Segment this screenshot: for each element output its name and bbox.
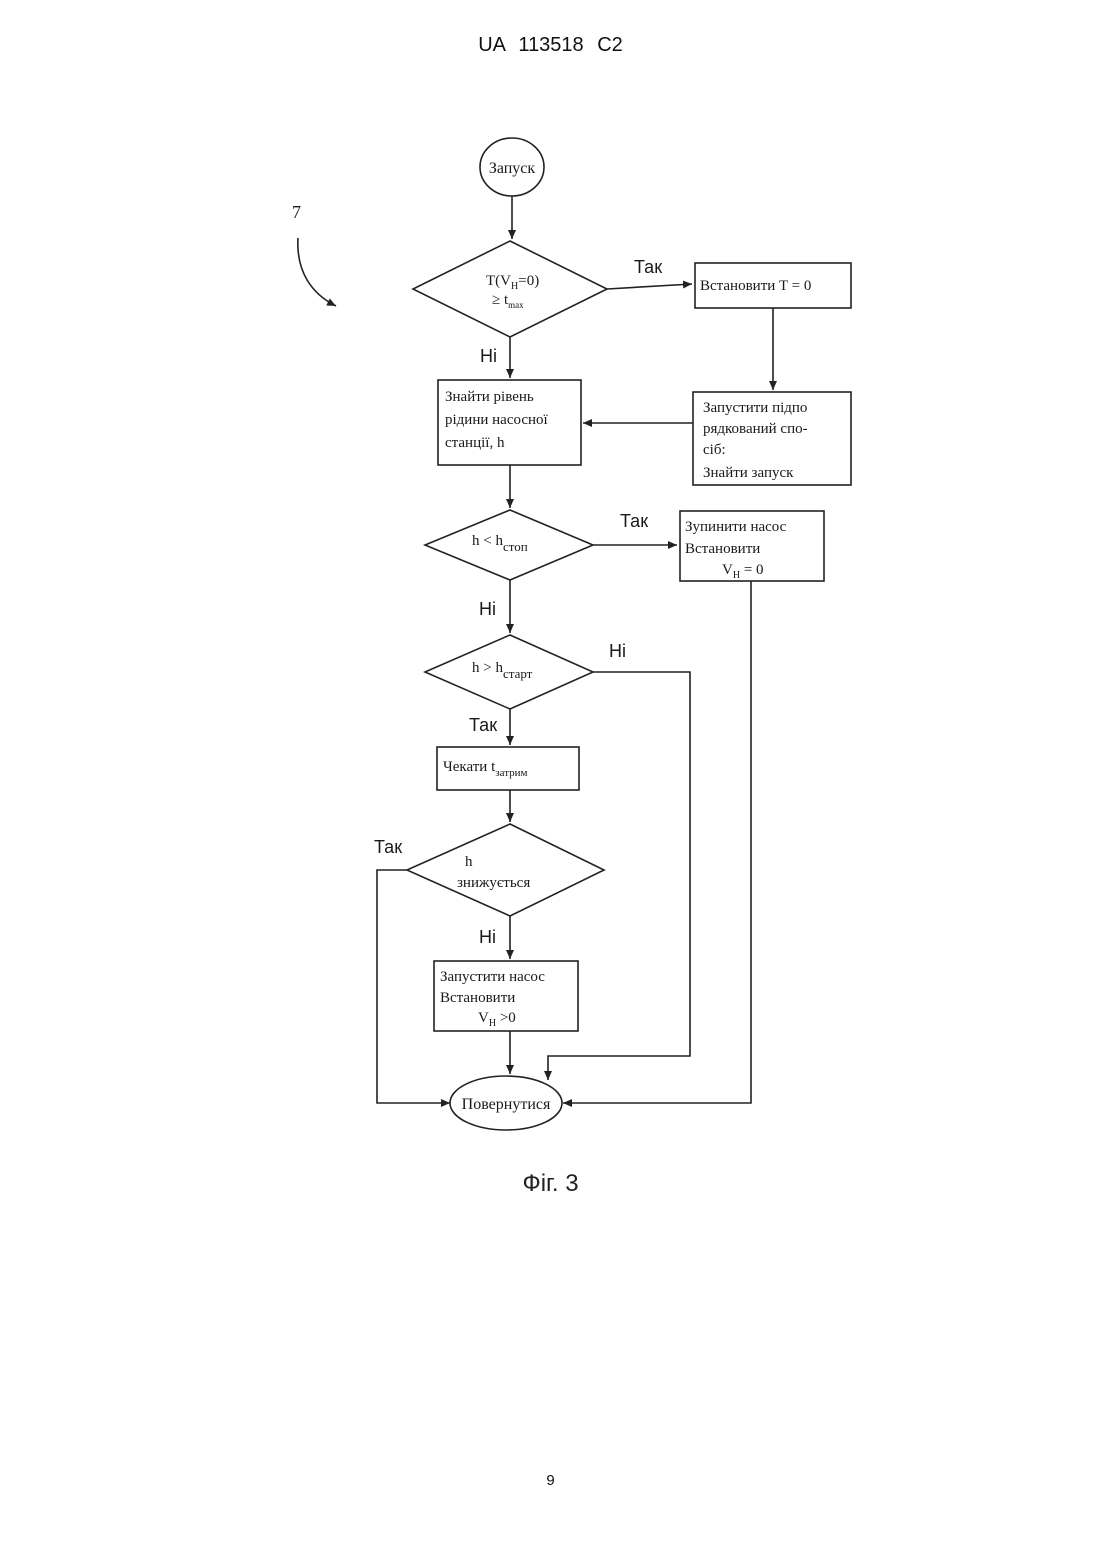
reference-pointer [298,238,336,306]
find-level-line2: рідини насосної [445,412,549,428]
decision-decrease-line1: h [465,854,473,870]
run-subordinate-line4: Знайти запуск [703,465,794,481]
no-label: Ні [480,346,497,366]
yes-label: Так [620,511,648,531]
decision-decrease-line2: знижується [457,875,530,891]
set-t-label: Встановити T = 0 [700,278,811,294]
start-label: Запуск [489,160,536,177]
run-subordinate-line2: рядкований спо- [703,421,808,437]
find-level-line3: станції, h [445,435,505,451]
end-label: Повернутися [462,1096,551,1113]
run-subordinate-line3: сіб: [703,442,726,458]
reference-numeral: 7 [292,202,301,222]
yes-label: Так [374,837,402,857]
connector [607,284,692,289]
no-label: Ні [479,599,496,619]
no-label: Ні [479,927,496,947]
yes-label: Так [634,257,662,277]
decision-decrease-diamond [407,824,604,916]
start-pump-line1: Запустити насос [440,969,545,985]
yes-label: Так [469,715,497,735]
stop-pump-line1: Зупинити насос [685,519,787,535]
connector [563,581,751,1103]
page-number: 9 [0,1472,1101,1489]
stop-pump-line2: Встановити [685,541,760,557]
no-label: Ні [609,641,626,661]
figure-caption: Фіг. 3 [0,1170,1101,1198]
start-pump-line2: Встановити [440,990,515,1006]
decision-timer-diamond [413,241,607,337]
run-subordinate-line1: Запустити підпо [703,400,807,416]
find-level-line1: Знайти рівень [445,389,534,405]
